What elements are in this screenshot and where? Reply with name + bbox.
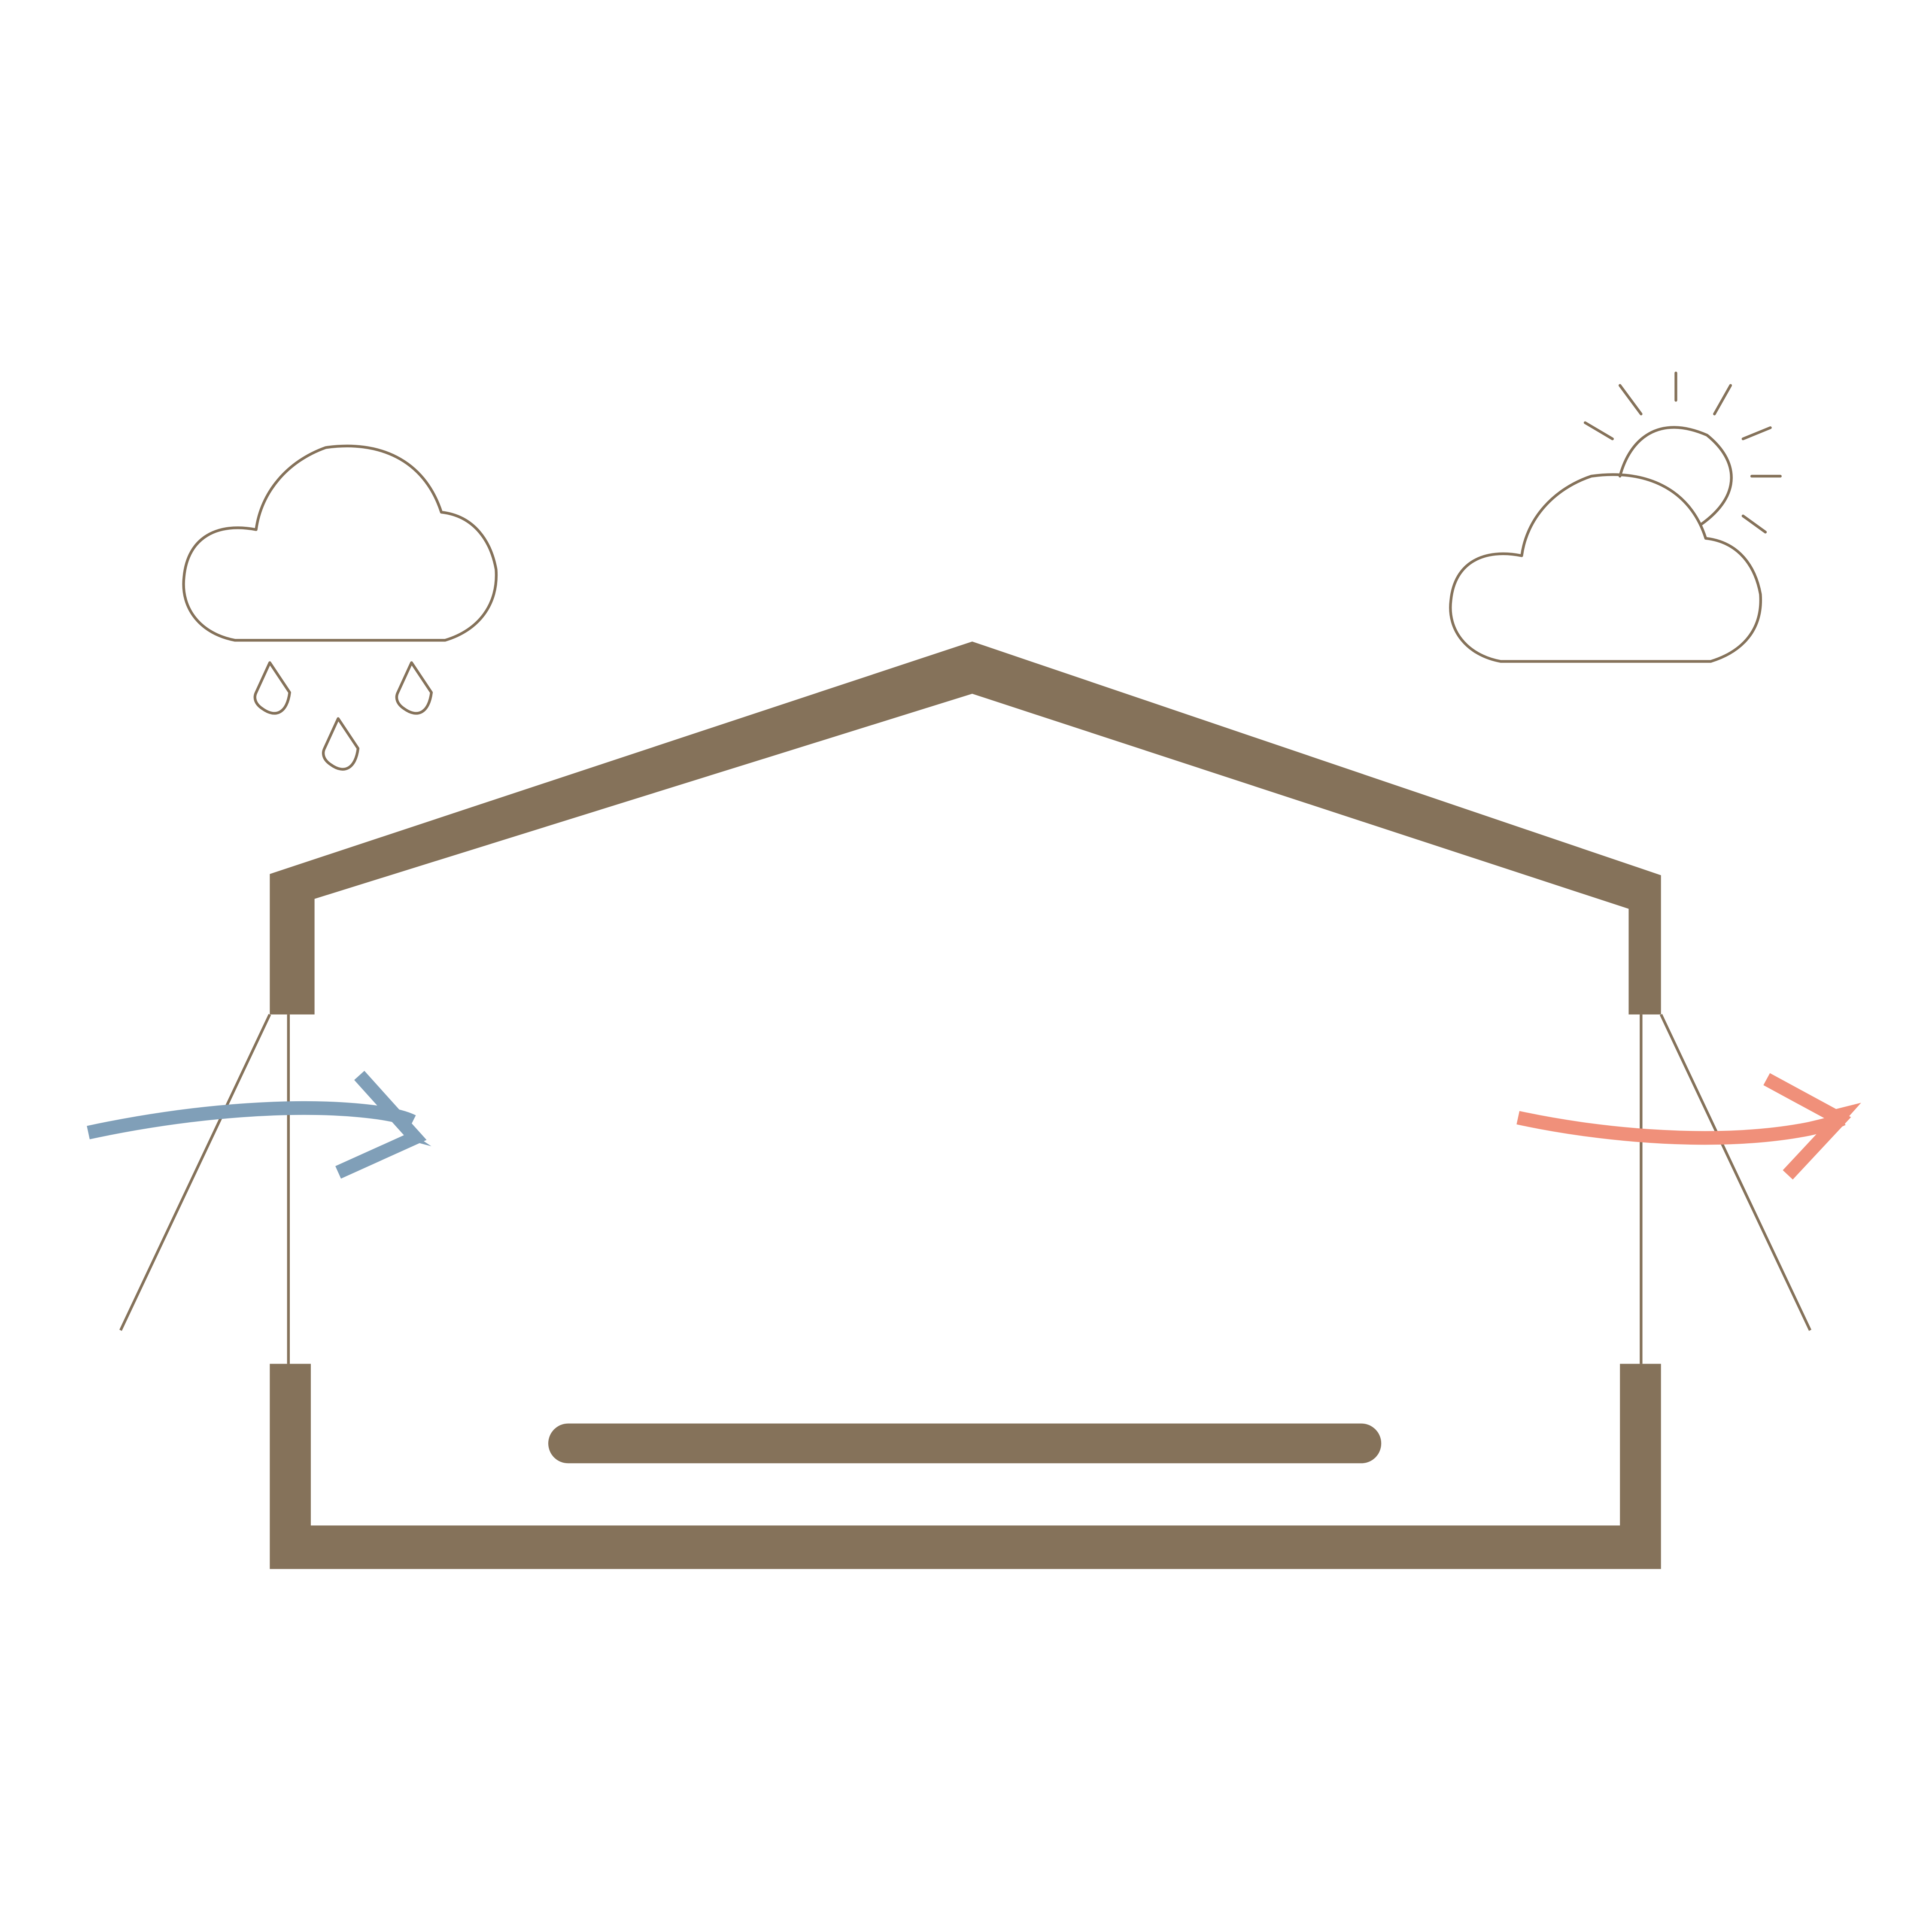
house-floor-and-lower-walls [270, 1364, 1661, 1569]
sun-ray [1583, 421, 1614, 440]
rain-cloud-icon [182, 444, 498, 771]
warm-air-outflow-arrow [1516, 1073, 1861, 1180]
raindrop-center [322, 717, 360, 771]
sun-body [1618, 426, 1733, 526]
sun-ray [1741, 514, 1767, 534]
warm-air-outflow-arrowhead-tip [1831, 1103, 1861, 1127]
raindrop-left [253, 661, 291, 715]
sun-ray [1618, 384, 1643, 416]
sun-ray [1713, 384, 1732, 416]
house-roof-and-upper-walls [270, 641, 1661, 1015]
raindrop-right [395, 661, 433, 715]
left-window-sash-open [119, 1014, 271, 1331]
right-window-sash-open [1659, 1014, 1812, 1331]
left-window [119, 1014, 290, 1364]
sunny-cloud-outline [1449, 473, 1762, 663]
sun-ray [1741, 426, 1772, 440]
cool-air-inflow-arrow [87, 1071, 431, 1179]
rain-cloud-outline [182, 444, 498, 642]
right-window [1640, 1014, 1812, 1364]
partly-sunny-icon [1449, 371, 1782, 663]
sun-rays [1583, 371, 1782, 534]
house-structure [270, 641, 1661, 1569]
